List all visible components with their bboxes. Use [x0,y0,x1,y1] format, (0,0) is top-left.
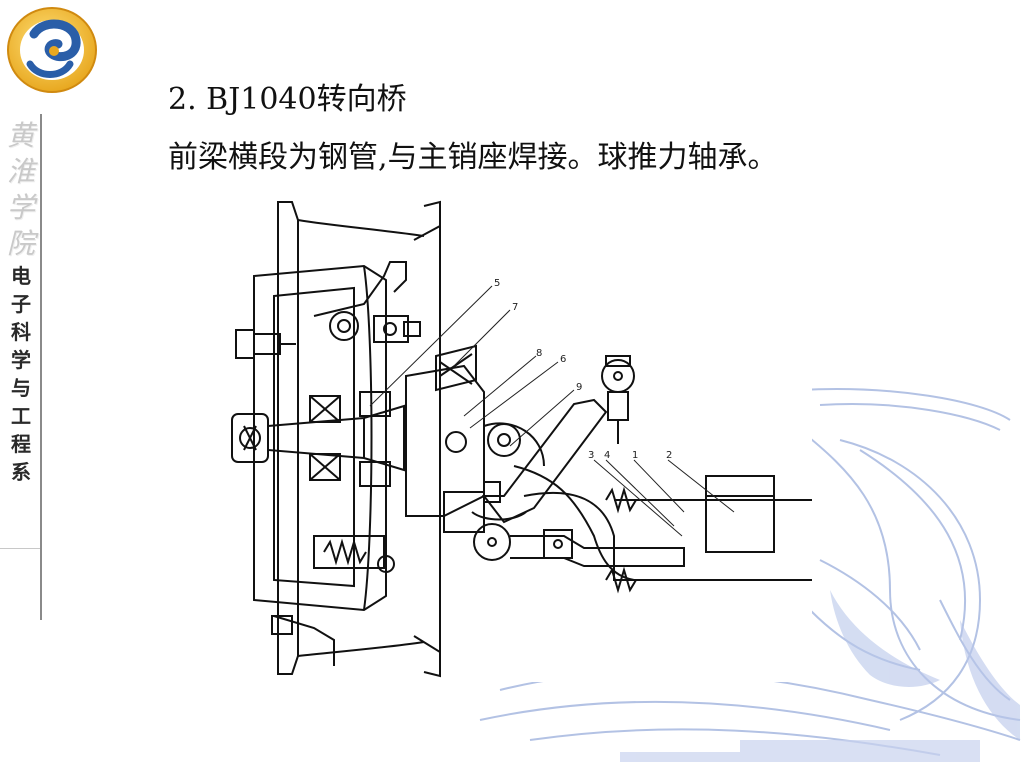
callout-label: 1 [632,450,638,461]
callout-label: 5 [494,278,500,289]
steering-axle-drawing: 5 7 8 6 9 3 4 1 2 [214,196,812,682]
school-char: 院 [6,227,35,260]
callout-label: 2 [666,450,672,461]
sidebar-divider [40,114,42,620]
department-char: 科 [11,320,31,344]
callout-label: 9 [576,382,582,393]
department-char: 与 [11,376,31,400]
school-char: 学 [6,191,35,224]
school-name-vertical: 黄 淮 学 院 电 子 科 学 与 工 程 系 [6,118,36,486]
department-char: 工 [11,404,31,428]
department-char: 系 [11,460,31,484]
department-char: 子 [11,292,31,316]
callout-label: 8 [536,348,542,359]
department-char: 程 [11,432,31,456]
school-char: 淮 [6,155,35,188]
callout-label: 3 [588,450,594,461]
slide-subtitle: 前梁横段为钢管,与主销座焊接。球推力轴承。 [168,140,778,175]
department-char: 电 [11,264,31,288]
callout-label: 6 [560,354,566,365]
school-char: 黄 [6,119,35,152]
drawing-svg: 5 7 8 6 9 3 4 1 2 [231,200,812,678]
callout-label: 7 [512,302,518,313]
slide-title: 2. BJ1040转向桥 [168,82,407,117]
department-char: 学 [11,348,31,372]
callout-label: 4 [604,450,610,461]
sidebar-rule [0,548,40,549]
college-logo [7,7,97,93]
